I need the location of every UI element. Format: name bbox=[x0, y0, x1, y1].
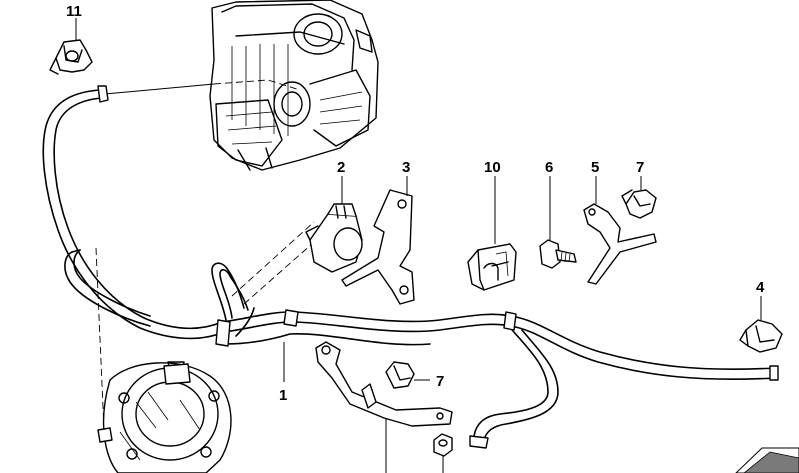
clip-7-lower bbox=[385, 361, 430, 389]
sensor-leader bbox=[243, 227, 331, 305]
callout-7-upper: 7 bbox=[636, 159, 644, 176]
callout-4: 4 bbox=[756, 279, 765, 296]
bracket-3 bbox=[341, 176, 415, 305]
folded-corner-icon bbox=[735, 447, 799, 473]
bracket-5 bbox=[583, 176, 657, 285]
hose-holder-10 bbox=[467, 176, 517, 291]
hose-clip-11 bbox=[49, 39, 93, 75]
clip-7-upper bbox=[621, 176, 657, 219]
vacuum-pump bbox=[97, 361, 232, 473]
clip-4 bbox=[739, 296, 783, 353]
callout-5: 5 bbox=[591, 159, 599, 176]
vacuum-hose-assembly bbox=[42, 85, 779, 449]
callout-6: 6 bbox=[545, 159, 553, 176]
callout-2: 2 bbox=[337, 159, 345, 176]
callout-3: 3 bbox=[402, 159, 410, 176]
bracket-lower bbox=[315, 341, 453, 473]
pressure-converter-2 bbox=[305, 176, 363, 273]
callout-1: 1 bbox=[279, 387, 287, 404]
air-filter-housing bbox=[104, 0, 379, 171]
bolt-6 bbox=[539, 176, 577, 269]
callout-10: 10 bbox=[484, 159, 501, 176]
sensor-leader-2 bbox=[231, 221, 315, 297]
pump-leader bbox=[95, 247, 105, 431]
callout-7-lower: 7 bbox=[436, 373, 444, 390]
nut bbox=[433, 433, 453, 473]
callout-11: 11 bbox=[66, 3, 82, 20]
